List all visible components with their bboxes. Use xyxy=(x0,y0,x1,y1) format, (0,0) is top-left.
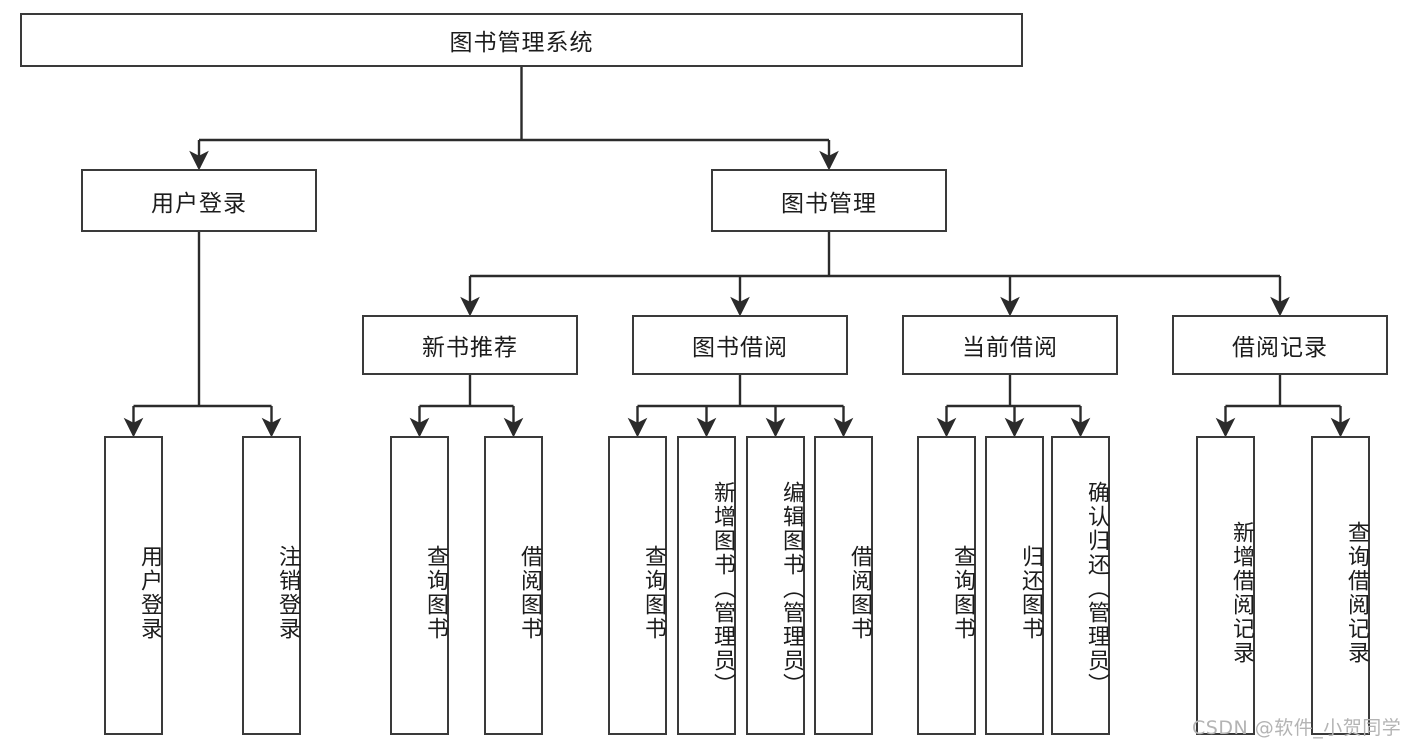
node-leaf-nb-query[interactable]: 查询图书 xyxy=(390,436,449,735)
node-label: 用户登录 xyxy=(151,190,247,217)
node-leaf-nb-borrow[interactable]: 借阅图书 xyxy=(484,436,543,735)
node-label: 用户登录 xyxy=(137,544,162,641)
node-leaf-cl-confirm[interactable]: 确认归还（管理员） xyxy=(1051,436,1110,735)
node-label: 确认归还（管理员） xyxy=(1084,480,1109,697)
node-leaf-user-login[interactable]: 用户登录 xyxy=(104,436,163,735)
node-l2-book-mgmt[interactable]: 图书管理 xyxy=(711,169,947,232)
node-label: 新增借阅记录 xyxy=(1229,520,1254,665)
node-label: 新书推荐 xyxy=(422,335,518,361)
node-label: 注销登录 xyxy=(275,544,300,641)
node-l3-book-borrow[interactable]: 图书借阅 xyxy=(632,315,848,375)
watermark-credit: CSDN @软件_小贺同学 xyxy=(1192,717,1402,739)
node-leaf-bb-query[interactable]: 查询图书 xyxy=(608,436,667,735)
node-leaf-cl-return[interactable]: 归还图书 xyxy=(985,436,1044,735)
node-label: 借阅图书 xyxy=(517,544,542,641)
node-label: 查询图书 xyxy=(950,544,975,641)
node-leaf-bb-edit[interactable]: 编辑图书（管理员） xyxy=(746,436,805,735)
node-label: 当前借阅 xyxy=(962,335,1058,361)
node-leaf-bb-add[interactable]: 新增图书（管理员） xyxy=(677,436,736,735)
node-label: 查询借阅记录 xyxy=(1344,520,1369,665)
node-l3-new-book-rec[interactable]: 新书推荐 xyxy=(362,315,578,375)
node-label: 图书管理 xyxy=(781,190,877,217)
node-label: 新增图书（管理员） xyxy=(710,480,735,697)
node-label: 编辑图书（管理员） xyxy=(779,480,804,697)
node-l2-user-login[interactable]: 用户登录 xyxy=(81,169,317,232)
node-l3-current-loan[interactable]: 当前借阅 xyxy=(902,315,1118,375)
node-leaf-user-logout[interactable]: 注销登录 xyxy=(242,436,301,735)
node-leaf-lr-add[interactable]: 新增借阅记录 xyxy=(1196,436,1255,735)
node-label: 借阅记录 xyxy=(1232,335,1328,361)
node-leaf-cl-query[interactable]: 查询图书 xyxy=(917,436,976,735)
node-label: 借阅图书 xyxy=(847,544,872,641)
node-label: 查询图书 xyxy=(423,544,448,641)
node-leaf-bb-borrow[interactable]: 借阅图书 xyxy=(814,436,873,735)
node-root[interactable]: 图书管理系统 xyxy=(20,13,1023,67)
node-l3-loan-record[interactable]: 借阅记录 xyxy=(1172,315,1388,375)
node-label: 图书管理系统 xyxy=(449,30,594,56)
node-label: 图书借阅 xyxy=(692,335,788,361)
node-label: 查询图书 xyxy=(641,544,666,641)
node-leaf-lr-query[interactable]: 查询借阅记录 xyxy=(1311,436,1370,735)
node-label: 归还图书 xyxy=(1018,544,1043,641)
